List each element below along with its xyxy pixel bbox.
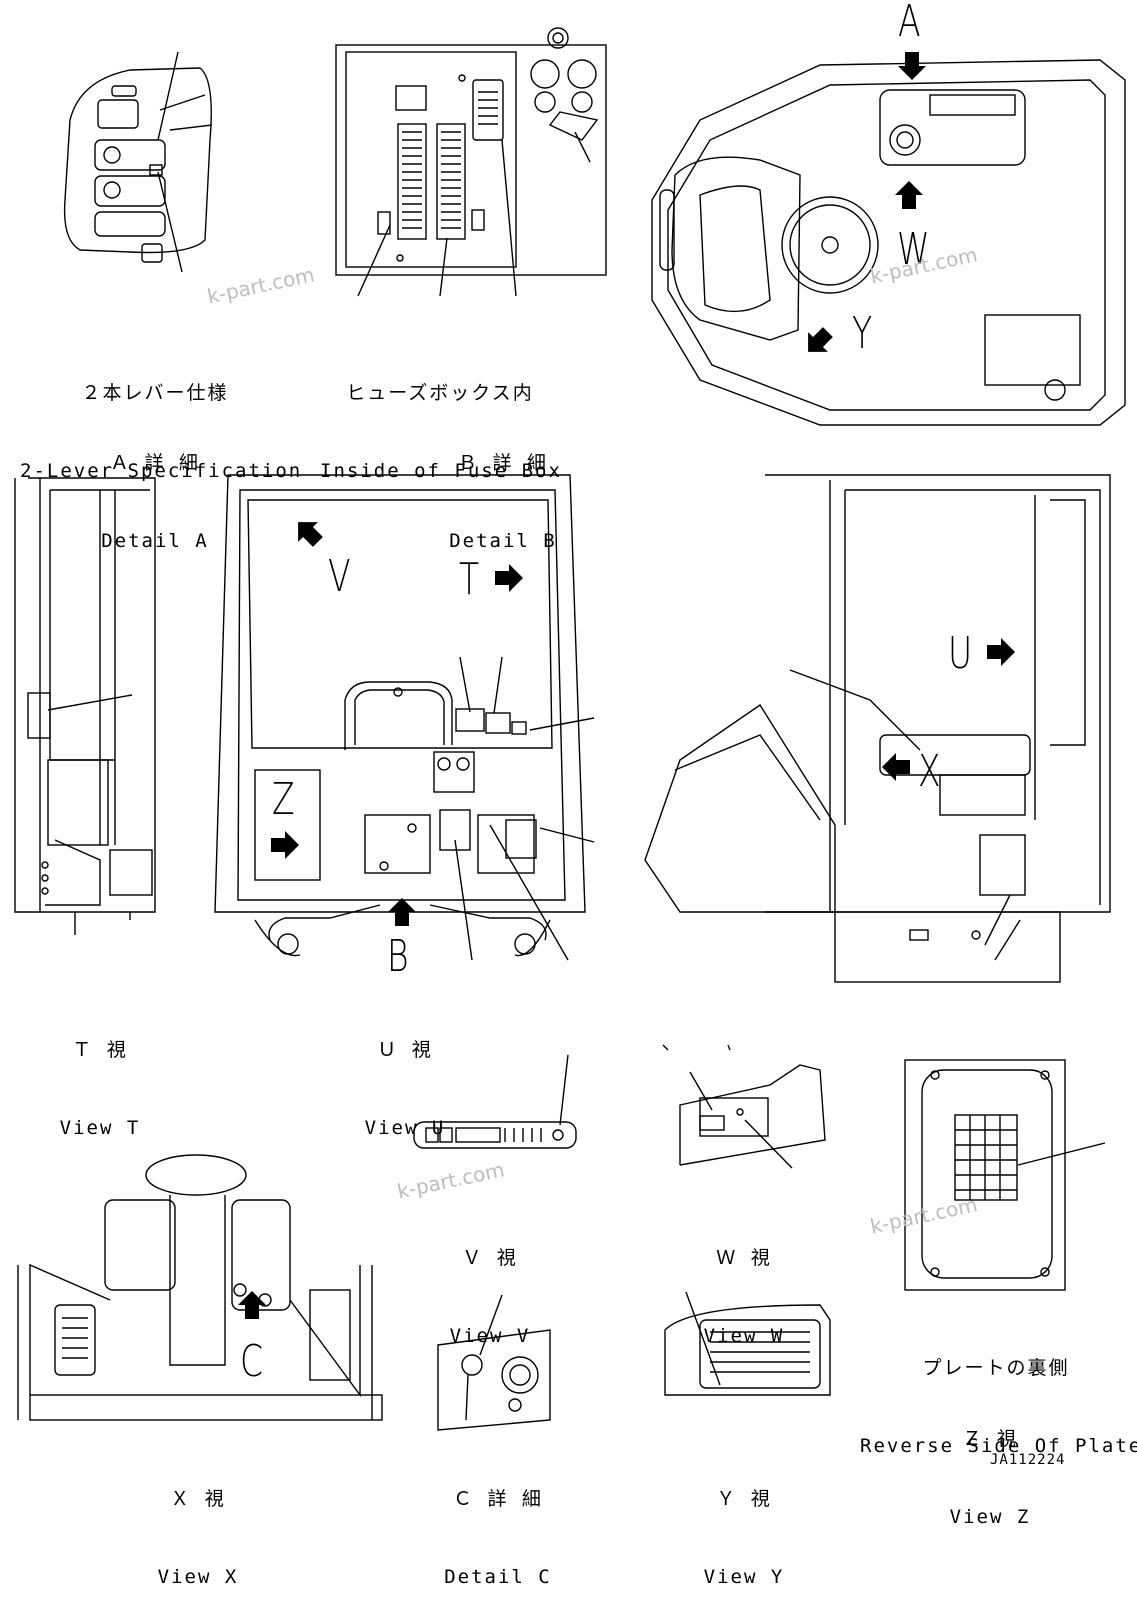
detail-b-drawing [335,27,607,297]
document-id: JA112224 [990,1452,1066,1468]
view-y-caption: Ｙ 視 View Y [674,1434,814,1616]
view-z-drawing [904,1059,1106,1291]
marker-z: Z [272,774,295,825]
detail-a-jp-title: Ａ 詳 細 [110,452,200,474]
detail-a-title: Ａ 詳 細 Detail A [80,398,230,580]
marker-x: X [918,746,941,797]
view-t-drawing [14,477,156,935]
view-x-en-label: View X [157,1566,239,1588]
view-u-caption: Ｕ 視 View U [335,985,475,1167]
arrow-v [287,511,329,553]
arrow-a [897,51,927,81]
detail-c-en-label: Detail C [444,1566,552,1588]
marker-c: C [240,1336,264,1387]
view-y-jp-label: Ｙ 視 [716,1488,772,1510]
view-t-en-label: View T [59,1117,141,1139]
view-u-en-label: View U [364,1117,446,1139]
view-u-drawing [214,474,595,961]
marker-w: W [897,224,930,275]
detail-b-en-label: Inside of Fuse Box [320,460,562,482]
view-v-en-label: View V [449,1325,531,1347]
view-v-jp-label: Ｖ 視 [462,1247,518,1269]
detail-a-en-title: Detail A [101,530,209,552]
marker-a: A [898,0,921,47]
view-w-drawing [662,1044,826,1169]
view-v-caption: Ｖ 視 View V [420,1193,560,1375]
detail-c-drawing [437,1294,551,1431]
arrow-u [986,637,1016,667]
view-w-en-label: View W [703,1325,785,1347]
detail-b-en-title: Detail B [449,530,557,552]
view-t-caption: Ｔ 視 View T [30,985,170,1167]
detail-c-caption: Ｃ 詳 細 Detail C [428,1434,568,1616]
view-z-en-title: View Z [949,1506,1031,1528]
marker-y: Y [852,308,873,359]
view-w-caption: Ｗ 視 View W [674,1193,814,1375]
detail-a-en-label: 2-Lever Specification [20,460,303,482]
arrow-w [894,180,924,210]
marker-t: T [459,554,480,605]
arrow-y [797,321,839,363]
detail-a-caption: ２本レバー仕様 2-Lever Specification [20,328,303,510]
marker-v: V [328,551,351,602]
view-z-caption: プレートの裏側 Reverse Side Of Plate [860,1303,1137,1485]
detail-b-jp-label: ヒューズボックス内 [346,382,534,404]
view-w-jp-label: Ｗ 視 [716,1247,772,1269]
detail-b-caption: ヒューズボックス内 Inside of Fuse Box [320,328,560,510]
cab-side-view-drawing [644,474,1111,983]
view-u-jp-label: Ｕ 視 [377,1039,433,1061]
view-x-jp-label: Ｘ 視 [170,1488,226,1510]
view-x-caption: Ｘ 視 View X [128,1434,268,1616]
detail-a-drawing [63,51,213,273]
view-t-jp-label: Ｔ 視 [72,1039,128,1061]
detail-a-jp-label: ２本レバー仕様 [81,382,229,404]
view-x-drawing [17,1154,383,1421]
arrow-z [270,830,300,860]
detail-b-jp-title: Ｂ 詳 細 [458,452,548,474]
arrow-x [881,752,911,782]
marker-b: B [387,931,409,982]
view-v-drawing [413,1054,577,1149]
view-z-jp-title: Ｚ 視 [962,1428,1018,1450]
detail-b-title: Ｂ 詳 細 Detail B [428,398,578,580]
view-z-jp-label: プレートの裏側 [922,1357,1070,1379]
view-y-drawing [664,1291,831,1396]
view-y-en-label: View Y [703,1566,785,1588]
parts-diagram-sheet [14,27,1126,1431]
arrow-b [387,897,417,927]
cab-top-view-drawing [651,59,1126,426]
detail-c-jp-label: Ｃ 詳 細 [453,1488,543,1510]
view-z-en-label: Reverse Side Of Plate [860,1435,1137,1457]
marker-u: U [948,628,973,679]
